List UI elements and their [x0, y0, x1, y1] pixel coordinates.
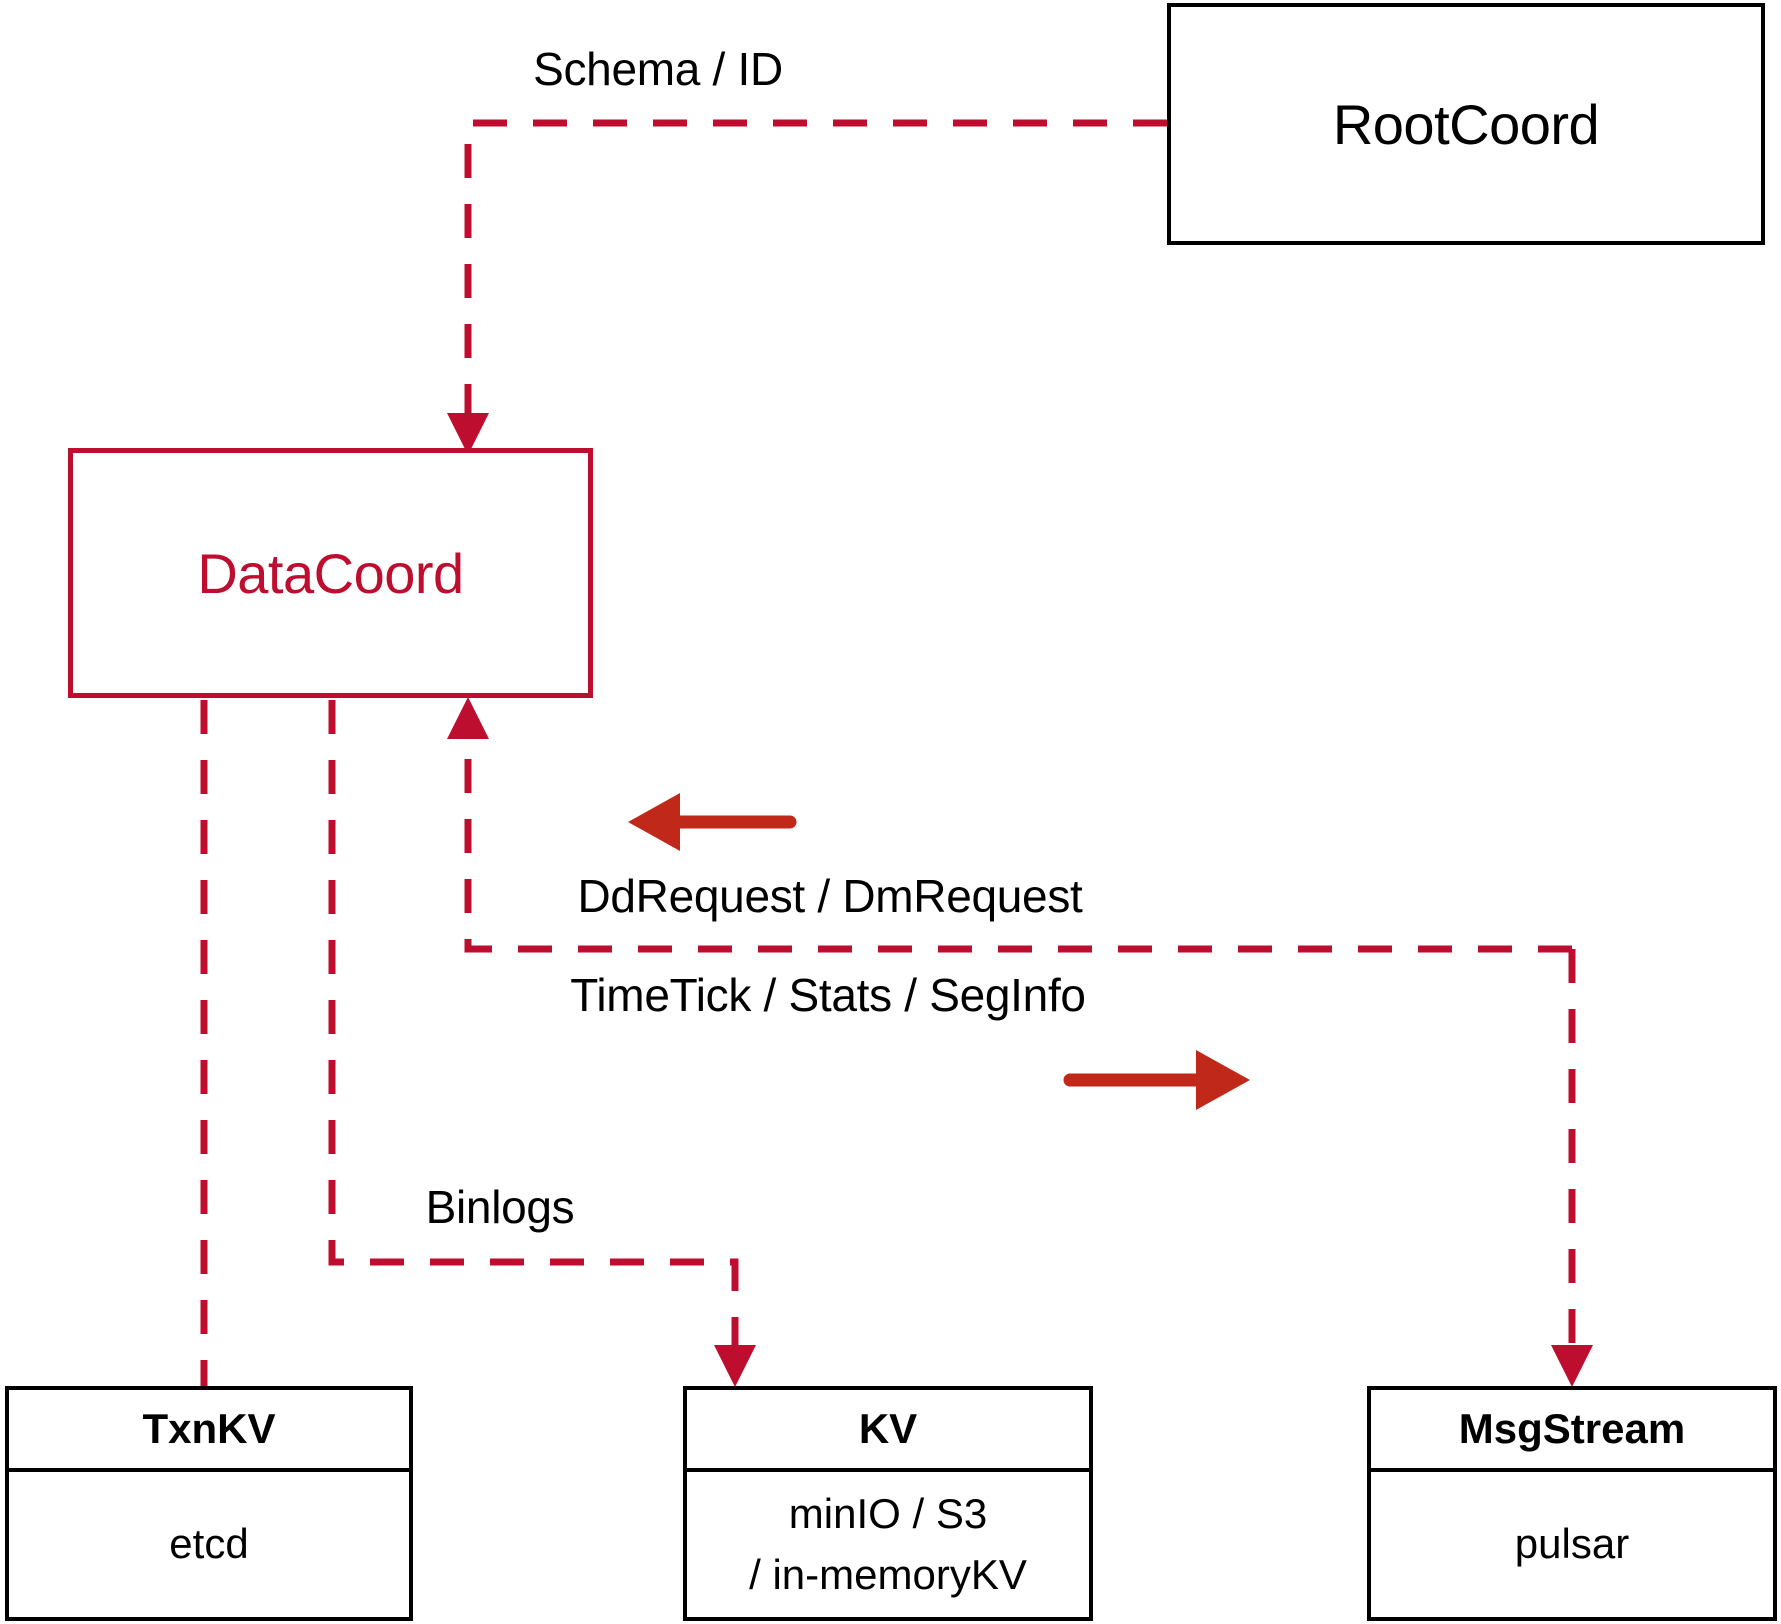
node-txnkv-body: etcd: [9, 1472, 409, 1617]
edge-label-schema-id: Schema / ID: [533, 43, 783, 95]
edge-label-dd-dm-request: DdRequest / DmRequest: [577, 870, 1083, 922]
node-msgstream-header: MsgStream: [1371, 1390, 1773, 1472]
node-txnkv-body-line-1: etcd: [169, 1520, 249, 1568]
node-msgstream[interactable]: MsgStream pulsar: [1367, 1386, 1777, 1621]
node-kv-header: KV: [687, 1390, 1089, 1472]
left-arrow-icon: [628, 793, 797, 851]
node-kv-body-line-2: / in-memoryKV: [749, 1550, 1027, 1598]
node-kv-body-line-1: minIO / S3: [788, 1489, 988, 1537]
edge-label-binlogs: Binlogs: [425, 1181, 575, 1233]
node-kv-body: minIO / S3 / in-memoryKV: [687, 1472, 1089, 1617]
node-rootcoord-label: RootCoord: [1332, 92, 1600, 156]
node-kv[interactable]: KV minIO / S3 / in-memoryKV: [683, 1386, 1093, 1621]
edge-msgstream-to-datacoord: [447, 697, 1572, 953]
edge-label-timetick-stats-seginfo: TimeTick / Stats / SegInfo: [570, 969, 1086, 1021]
node-datacoord-label: DataCoord: [197, 541, 464, 605]
node-msgstream-body: pulsar: [1371, 1472, 1773, 1617]
right-arrow-icon: [1063, 1050, 1250, 1110]
node-txnkv[interactable]: TxnKV etcd: [5, 1386, 413, 1621]
edge-rootcoord-to-datacoord: [447, 119, 1167, 455]
node-datacoord[interactable]: DataCoord: [68, 448, 593, 698]
node-msgstream-body-line-1: pulsar: [1514, 1520, 1630, 1568]
node-rootcoord[interactable]: RootCoord: [1167, 3, 1765, 245]
node-txnkv-header: TxnKV: [9, 1390, 409, 1472]
